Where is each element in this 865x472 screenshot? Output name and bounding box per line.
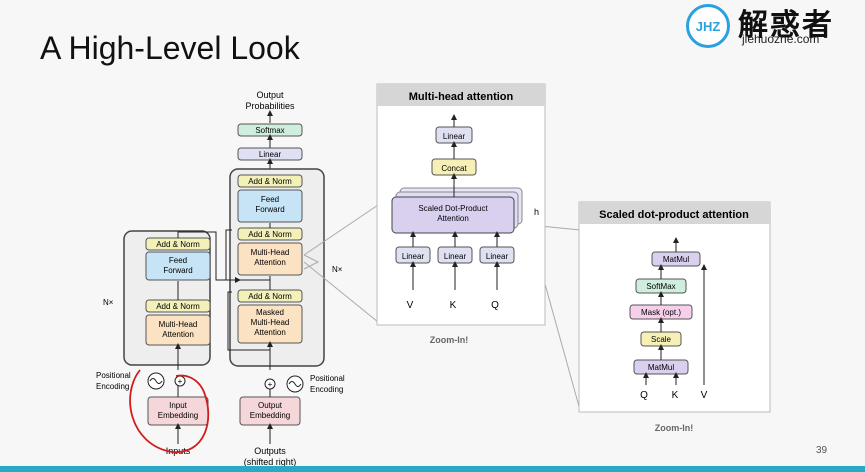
encoder-positional-label-2: Encoding (96, 382, 129, 391)
red-annotation-circle (129, 369, 210, 453)
encoder-add-norm-2-label: Add & Norm (156, 240, 200, 249)
sdpa-input-v: V (701, 390, 708, 401)
multihead-attention-panel: Multi-head attention Linear Concat Scale… (376, 83, 546, 345)
input-embedding-label: Input (169, 401, 188, 410)
encoder-feed-forward (145, 251, 211, 281)
mh-input-v: V (407, 300, 414, 311)
sdpa-mask-label: Mask (opt.) (641, 308, 681, 317)
logo-chinese-name: 解惑者 (738, 8, 834, 43)
mh-linear-v-label: Linear (402, 252, 425, 261)
slide-title: A High-Level Look (40, 30, 300, 66)
output-probabilities-label: Output (256, 90, 284, 100)
decoder-mha-label: Multi-Head (251, 248, 290, 257)
output-embedding-label-2: Embedding (250, 411, 290, 420)
sdpa-zoom-caption: Zoom-In! (655, 423, 694, 433)
outputs-label: Outputs (254, 446, 286, 456)
sdpa-panel-title: Scaled dot-product attention (599, 209, 749, 221)
logo: JHZ 解惑者 jiehuozhe.com (686, 0, 865, 55)
encoder-mha-label: Multi-Head (159, 320, 198, 329)
inputs-label: Inputs (166, 446, 191, 456)
sdpa-panel-header (579, 202, 770, 224)
mh-linear-q-label: Linear (486, 252, 509, 261)
mh-sdpa-label-2: Attention (437, 214, 469, 223)
decoder-add-norm-3-label: Add & Norm (248, 177, 292, 186)
multihead-panel-header (377, 84, 545, 106)
decoder-positional-label-2: Encoding (310, 385, 343, 394)
decoder-add-norm-2-label: Add & Norm (248, 230, 292, 239)
sdpa-scale-label: Scale (651, 335, 672, 344)
decoder-masked-label-3: Attention (254, 328, 286, 337)
decoder-feed-forward-label-2: Forward (255, 205, 284, 214)
mh-zoom-caption: Zoom-In! (430, 335, 469, 345)
logo-badge: JHZ (686, 4, 730, 48)
decoder-feed-forward-label: Feed (261, 195, 279, 204)
output-probabilities-label-2: Probabilities (245, 101, 295, 111)
decoder-add-norm-1-label: Add & Norm (248, 292, 292, 301)
decoder-masked-label-2: Multi-Head (251, 318, 290, 327)
decoder-positional-label-1: Positional (310, 374, 345, 383)
encoder-nx-label: N× (103, 298, 114, 307)
svg-text:+: + (268, 380, 273, 389)
sdpa-input-q: Q (640, 390, 648, 401)
logo-url: jiehuozhe.com (742, 32, 820, 46)
encoder-feed-forward-label: Feed (169, 256, 187, 265)
encoder-positional-label-1: Positional (96, 371, 131, 380)
decoder-masked-label-1: Masked (256, 308, 284, 317)
mh-concat-label: Concat (441, 164, 467, 173)
decoder-multi-head-attention (237, 242, 303, 276)
encoder-add-norm-1-label: Add & Norm (156, 302, 200, 311)
mh-input-k: K (450, 300, 457, 311)
transformer-architecture: Output Probabilities Softmax Linear Add … (96, 90, 345, 467)
outputs-shifted-label: (shifted right) (244, 457, 297, 467)
decoder-linear-label: Linear (259, 150, 282, 159)
sdpa-matmul-bottom-label: MatMul (648, 363, 674, 372)
decoder-nx-label: N× (332, 265, 343, 274)
encoder-mha-label-2: Attention (162, 330, 194, 339)
svg-text:+: + (178, 377, 183, 386)
decoder-softmax-label: Softmax (255, 126, 284, 135)
input-embedding-label-2: Embedding (158, 411, 198, 420)
sdpa-softmax-label: SoftMax (646, 282, 675, 291)
mh-sdpa-label: Scaled Dot-Product (418, 204, 488, 213)
sdpa-input-k: K (672, 390, 679, 401)
decoder-feed-forward (237, 189, 303, 223)
decoder-add-norm-3 (237, 174, 303, 188)
encoder-feed-forward-label-2: Forward (163, 266, 192, 275)
mh-input-q: Q (491, 300, 499, 311)
mh-h-label: h (534, 207, 539, 217)
page-number: 39 (816, 445, 828, 456)
sdpa-panel: Scaled dot-product attention MatMul Soft… (578, 201, 771, 433)
multihead-panel-title: Multi-head attention (409, 91, 514, 103)
bottom-accent-bar (0, 466, 865, 472)
decoder-mha-label-2: Attention (254, 258, 286, 267)
sdpa-matmul-top-label: MatMul (663, 255, 689, 264)
mh-linear-top-label: Linear (443, 132, 466, 141)
output-embedding-label: Output (258, 401, 283, 410)
mh-linear-k-label: Linear (444, 252, 467, 261)
